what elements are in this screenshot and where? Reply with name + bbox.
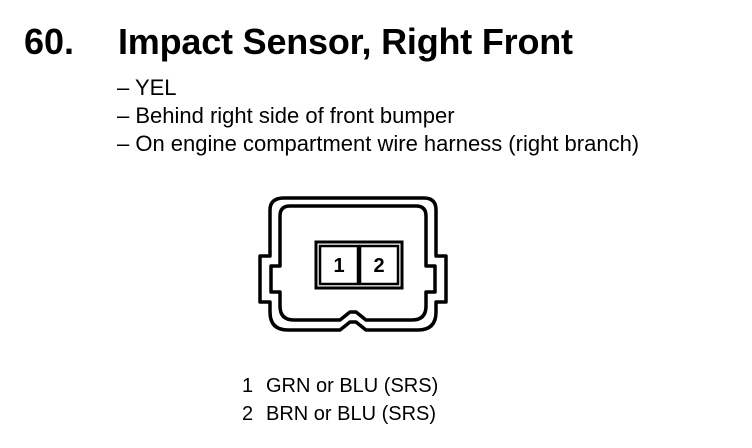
terminal-label-2: 2 xyxy=(373,255,384,277)
pin-row: 1 GRN or BLU (SRS) xyxy=(242,372,438,400)
detail-location: – Behind right side of front bumper xyxy=(117,103,455,128)
pin-legend: 1 GRN or BLU (SRS) 2 BRN or BLU (SRS) xyxy=(242,372,438,428)
pin-wire: BRN or BLU (SRS) xyxy=(266,403,437,425)
component-number: 60. xyxy=(24,21,75,62)
terminal-block xyxy=(314,240,404,290)
component-title: Impact Sensor, Right Front xyxy=(118,21,573,62)
pin-row: 2 BRN or BLU (SRS) xyxy=(242,400,438,428)
terminal-cell-2 xyxy=(358,244,400,286)
component-heading: 60. Impact Sensor, Right Front xyxy=(0,20,752,64)
detail-harness: – On engine compartment wire harness (ri… xyxy=(117,131,640,156)
pin-number: 2 xyxy=(242,403,254,425)
pin-wire: GRN or BLU (SRS) xyxy=(266,375,439,397)
terminal-label-1: 1 xyxy=(333,255,344,277)
component-details: – YEL – Behind right side of front bumpe… xyxy=(117,74,639,158)
terminal-cell-1 xyxy=(318,244,360,286)
connector-diagram: 1 2 xyxy=(258,196,448,332)
connector-housing-inner xyxy=(269,204,437,322)
connector-housing-outer xyxy=(258,196,448,332)
detail-color: – YEL xyxy=(117,75,177,100)
pin-number: 1 xyxy=(242,375,254,397)
